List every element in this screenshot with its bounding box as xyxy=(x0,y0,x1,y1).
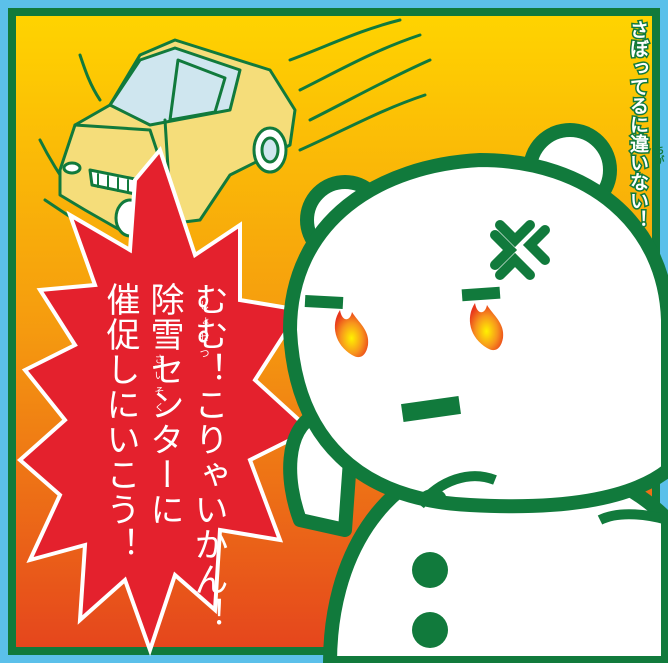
speech-text: むむ！こりゃいかん！ 除雪センターに 催促しにいこう！ xyxy=(70,282,230,632)
speech-burst xyxy=(16,145,314,657)
ruby-saisoku: さいそく xyxy=(152,354,163,418)
speech-line-2: 除雪センターに xyxy=(144,282,184,527)
snowman-buttons xyxy=(412,489,668,648)
speech-line-1: むむ！こりゃいかん！ xyxy=(188,282,228,632)
bear-character xyxy=(283,123,668,663)
speech-line-3: 催促しにいこう！ xyxy=(100,282,140,562)
bear-face xyxy=(304,220,550,422)
thought-text: さぼってるに違いない！ xyxy=(626,19,651,231)
ruby-chigai: ちが xyxy=(652,145,663,165)
ruby-josetsu: じょせつ xyxy=(197,300,208,364)
